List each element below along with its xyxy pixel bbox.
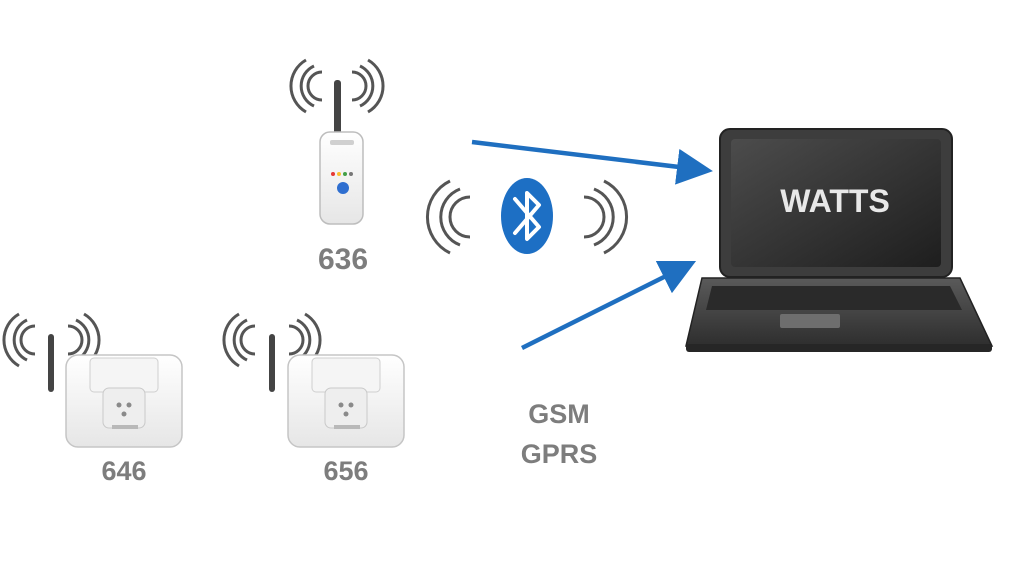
bluetooth-waves-icon (426, 179, 628, 255)
antenna-icon (334, 80, 341, 140)
laptop-icon (685, 128, 994, 352)
wifi-waves-icon (289, 58, 385, 114)
gprs-label: GPRS (520, 439, 598, 469)
antenna-icon (269, 334, 275, 392)
device-label-646: 646 (101, 456, 147, 486)
device-label-636: 636 (317, 243, 369, 276)
device-label-656: 656 (323, 456, 369, 486)
arrow-icon (471, 139, 713, 185)
device-636 (289, 58, 385, 225)
device-656 (222, 312, 405, 448)
device-646 (2, 312, 183, 448)
arrow-icon (520, 260, 697, 351)
antenna-icon (48, 334, 54, 392)
gsm-label: GSM (528, 399, 590, 429)
laptop-brand-logo: WATTS (780, 183, 890, 219)
bluetooth-icon (501, 178, 553, 254)
